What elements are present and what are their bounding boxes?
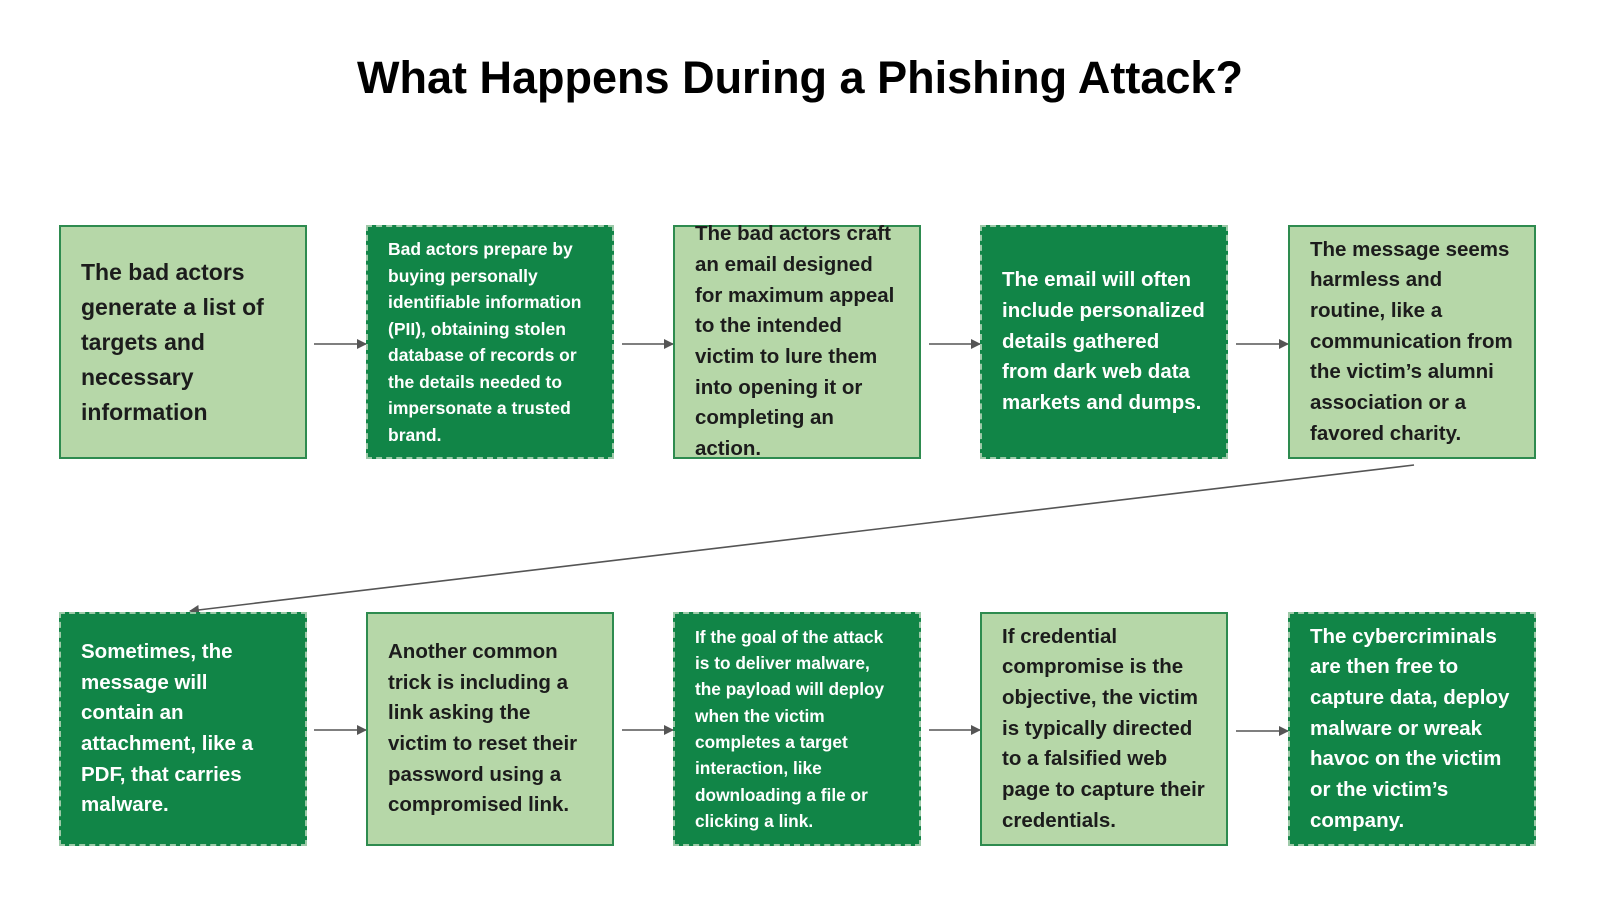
step-7-text: Another common trick is including a link… — [388, 639, 578, 817]
step-7-box: Another common trick is including a link… — [366, 612, 614, 846]
step-3-box: The bad actors craft an email designed f… — [673, 222, 921, 460]
step-5-box: The message seems harmless and routine, … — [1288, 225, 1536, 459]
step-9-text: If credential compromise is the objectiv… — [1002, 624, 1205, 832]
step-8-box: If the goal of the attack is to deliver … — [673, 612, 921, 846]
step-1-box: The bad actors generate a list of target… — [59, 225, 307, 459]
step-5-text: The message seems harmless and routine, … — [1310, 237, 1513, 445]
step-4-text: The email will often include personalize… — [1002, 268, 1205, 415]
step-8-text: If the goal of the attack is to deliver … — [695, 626, 885, 831]
step-1-text: The bad actors generate a list of target… — [81, 258, 264, 425]
step-9-box: If credential compromise is the objectiv… — [980, 612, 1228, 846]
step-6-box: Sometimes, the message will contain an a… — [59, 612, 307, 846]
step-6-text: Sometimes, the message will contain an a… — [81, 639, 254, 817]
arrow-step5-to-step6 — [189, 464, 1415, 615]
step-3-text: The bad actors craft an email designed f… — [695, 222, 895, 461]
step-2-text: Bad actors prepare by buying personally … — [388, 239, 582, 445]
step-10-text: The cybercriminals are then free to capt… — [1310, 624, 1510, 832]
step-10-box: The cybercriminals are then free to capt… — [1288, 612, 1536, 846]
step-4-box: The email will often include personalize… — [980, 225, 1228, 459]
step-2-box: Bad actors prepare by buying personally … — [366, 225, 614, 459]
diagram-title: What Happens During a Phishing Attack? — [357, 52, 1243, 103]
